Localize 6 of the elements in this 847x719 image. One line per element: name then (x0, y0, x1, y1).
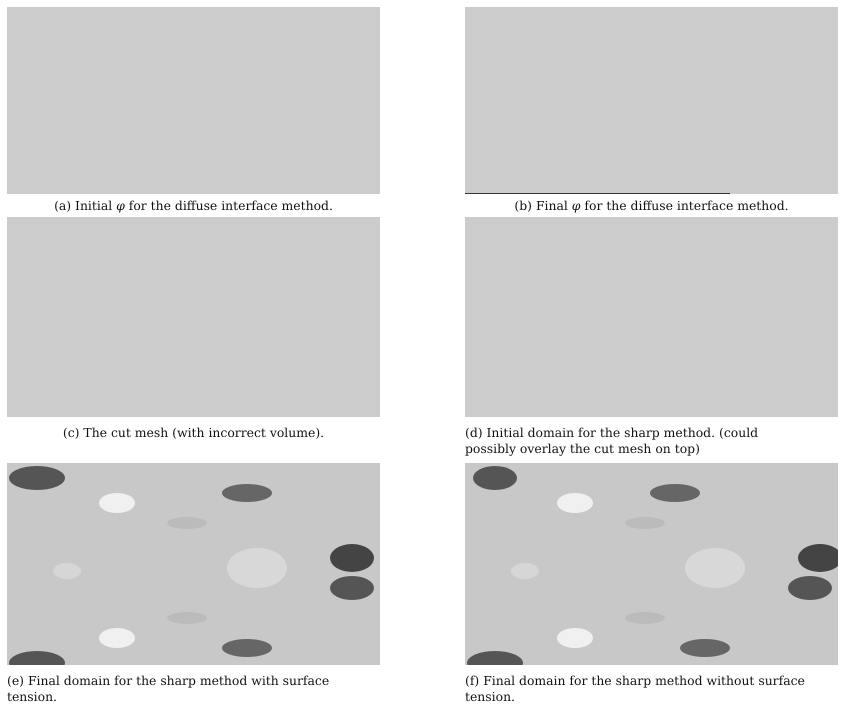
caption: (a) Initial φ for the diffuse interface method. (53, 198, 334, 214)
caption: (f) Final domain for the sharp method without surface tension. (465, 673, 806, 705)
caption: (e) Final domain for the sharp method with surface tension. (7, 673, 330, 705)
caption: (b) Final φ for the diffuse interface method. (513, 198, 790, 214)
caption: (c) The cut mesh (with incorrect volume). (62, 425, 326, 441)
caption: (d) Initial domain for the sharp method. (could possibly overlay the cut mesh on top) (465, 425, 760, 457)
